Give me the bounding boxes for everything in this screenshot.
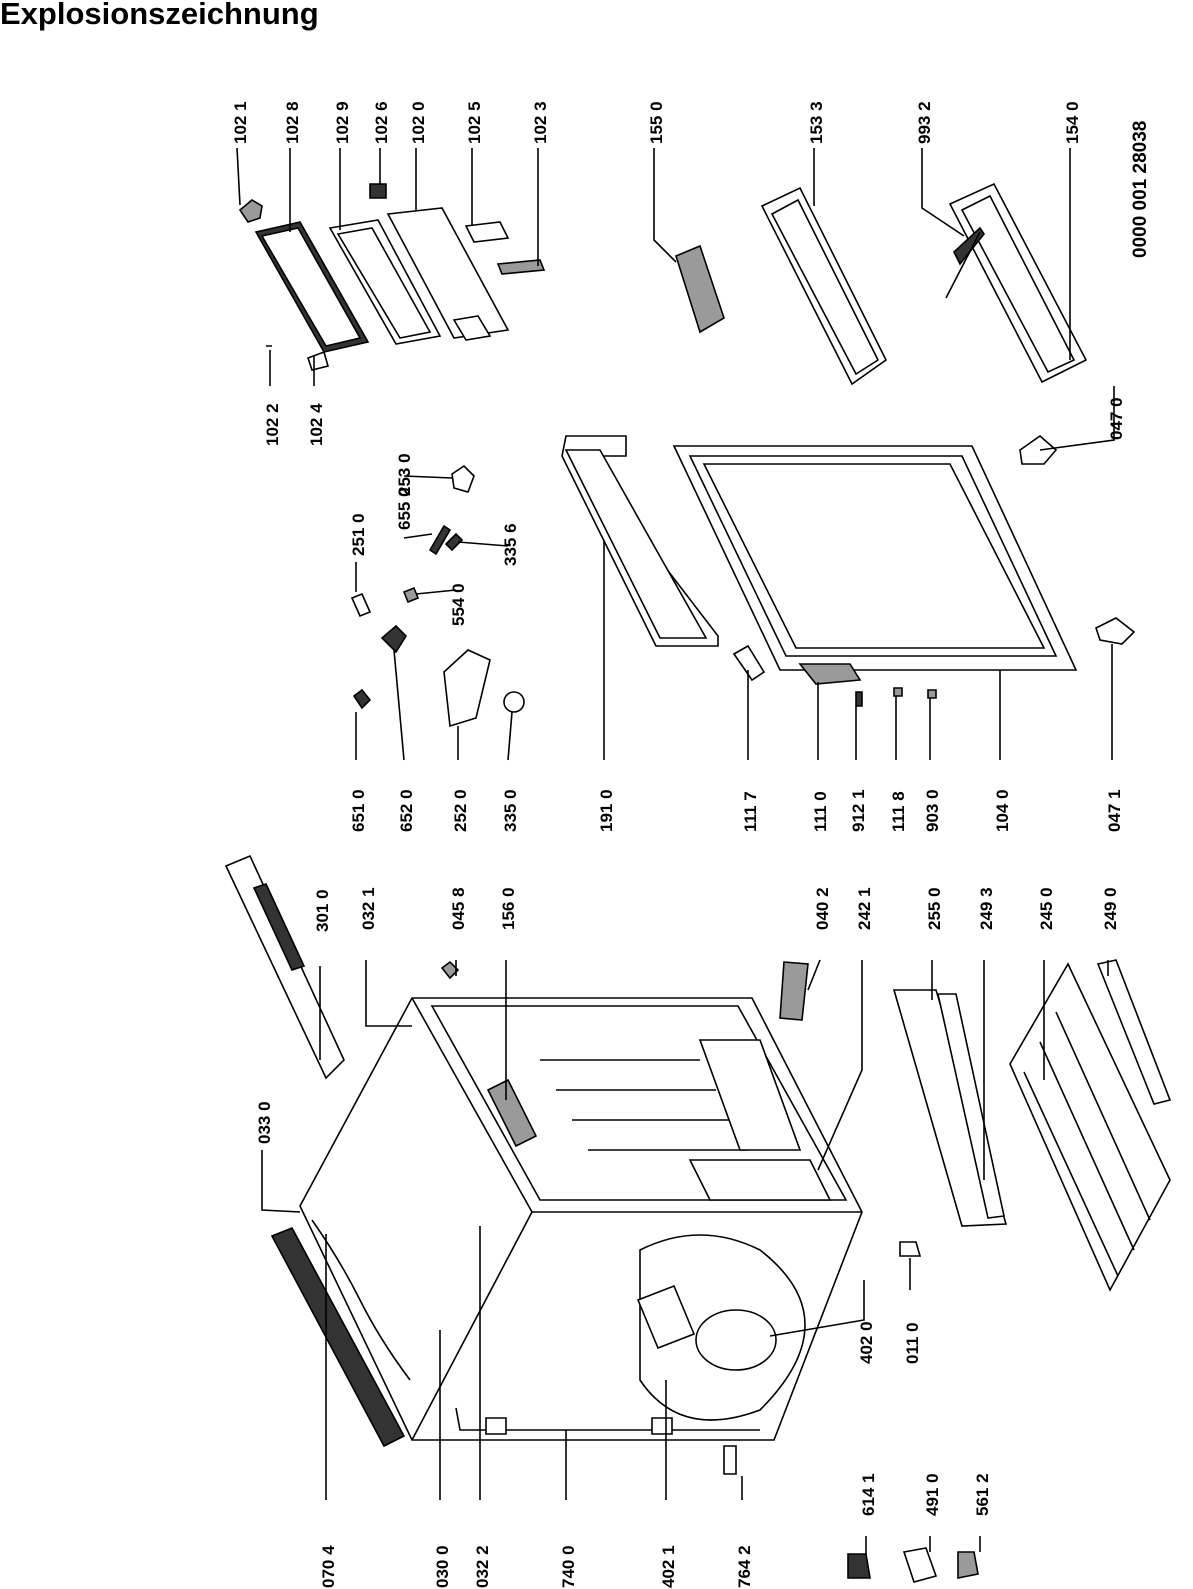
part-label: 614 1 [859,1473,878,1516]
part-label: 335 6 [501,523,520,566]
part-label: 102 3 [531,101,550,144]
bottom-small-parts [847,1547,979,1583]
part-label: 764 2 [735,1545,754,1588]
part-label: 111 8 [889,791,908,832]
part-label: 154 0 [1063,101,1082,144]
part-label: 011 0 [903,1322,922,1364]
part-label: 253 0 [395,453,414,496]
part-label: 255 0 [925,887,944,930]
part-label: 102 4 [307,403,326,446]
small-parts-group [350,434,1136,728]
part-label: 030 0 [433,1545,452,1588]
part-label: 111 7 [741,791,760,832]
leader-lines [236,147,1115,1556]
part-label: 402 0 [857,1321,876,1364]
part-label: 335 0 [501,789,520,832]
part-label: 245 0 [1037,887,1056,930]
page-title: Explosionszeichnung [0,0,319,31]
part-label: 102 1 [231,101,250,144]
cabinet-body [299,997,863,1441]
part-label: 993 2 [915,101,934,144]
part-label: 252 0 [451,789,470,832]
part-label: 251 0 [349,513,368,556]
part-label: 032 2 [473,1545,492,1588]
part-label: 102 5 [465,101,484,144]
side-parts-group [270,959,1172,1475]
part-labels: 102 1 102 8 102 9 102 6 102 0 102 5 102 … [231,101,1126,1588]
part-label: 561 2 [973,1473,992,1516]
part-label: 102 8 [283,101,302,144]
part-label: 070 4 [319,1545,338,1588]
part-label: 104 0 [993,789,1012,832]
part-label: 491 0 [923,1473,942,1516]
part-label: 155 0 [647,101,666,144]
part-label: 652 0 [397,789,416,832]
part-label: 242 1 [855,887,874,930]
part-label: 249 0 [1101,887,1120,930]
part-label: 032 1 [359,887,378,930]
top-cover [224,854,345,1080]
door-bars-group [760,182,1088,386]
door-parts-group [238,183,725,371]
part-label: 191 0 [597,789,616,832]
part-label: 045 8 [449,887,468,930]
part-label: 651 0 [349,789,368,832]
part-label: 903 0 [923,789,942,832]
part-label: 402 1 [659,1545,678,1588]
document-code: 0000 001 28038 [1130,121,1151,258]
part-label: 102 9 [333,101,352,144]
part-label: 740 0 [559,1545,578,1588]
part-label: 554 0 [449,583,468,626]
door-seal-frame [561,435,719,647]
part-label: 047 0 [1107,397,1126,440]
part-label: 102 6 [372,101,391,144]
part-label: 040 2 [813,887,832,930]
part-label: 912 1 [849,789,868,832]
part-label: 102 2 [263,403,282,446]
part-label: 047 1 [1105,789,1124,832]
part-label: 249 3 [977,887,996,930]
part-label: 033 0 [255,1101,274,1144]
part-label: 655 0 [395,487,414,530]
part-label: 156 0 [499,887,518,930]
part-label: 301 0 [313,889,332,932]
part-label: 102 0 [409,101,428,144]
part-label: 153 3 [807,101,826,144]
part-label: 111 0 [811,791,830,832]
door-panel [672,445,1078,685]
